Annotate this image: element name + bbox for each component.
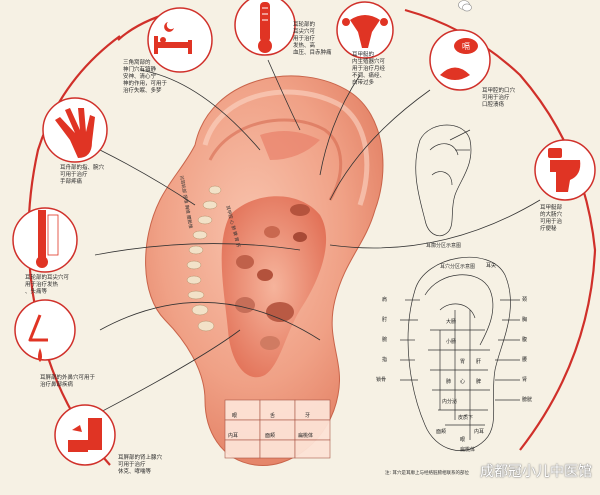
- map-label: 膀胱: [522, 397, 533, 403]
- mouth-icon: 嗝: [440, 38, 478, 80]
- map-label: 腕: [382, 337, 388, 343]
- map-label: 肘: [382, 317, 388, 323]
- caption-nose: 耳屏部的外鼻穴可用于 治疗鼻部疾病: [40, 375, 96, 388]
- caption-sleep: 三角窝部的 神门穴有镇静 安神、清心宁 神的作用，可用于 治疗失眠、多梦: [123, 60, 168, 94]
- uterus-icon: [342, 15, 388, 48]
- caption-thermometer: 耳轮部的耳尖穴可 用于治疗发热 、头痛等: [25, 275, 70, 295]
- ear-partition-chart-large: [400, 256, 520, 451]
- map-label: 肩: [382, 297, 388, 303]
- nose-icon: [28, 314, 48, 362]
- spine-illustration: [186, 185, 222, 332]
- svg-text:嗝: 嗝: [462, 42, 470, 51]
- map-label: 胸: [522, 317, 528, 323]
- lobe-label: 眼: [232, 413, 238, 419]
- map-label: 眼: [460, 437, 466, 443]
- thermometer-2-icon: [36, 210, 59, 268]
- map-label: 耳尖: [486, 263, 497, 269]
- bottom-note: 注: 耳穴是耳廓上与经络脏腑相联系的部位: [385, 471, 469, 476]
- caption-sickness: 耳屏部的肾上腺穴 可用于治疗 休克、哮喘等: [118, 455, 163, 475]
- caption-hand: 耳舟部的指、腕穴 可用于治疗 手部疼痛: [60, 165, 105, 185]
- lobe-grid: [224, 399, 331, 459]
- thermometer-icon: [258, 2, 272, 53]
- lobe-label: 舌: [270, 413, 276, 419]
- bed-moon-icon: [154, 22, 192, 54]
- toilet-icon: [548, 148, 581, 192]
- map-label: 锁骨: [376, 377, 387, 383]
- map-label: 胃: [460, 359, 466, 365]
- wechat-icon: [458, 0, 472, 12]
- map-label: 颈: [522, 297, 528, 303]
- map-label: 面颊: [436, 429, 447, 435]
- map-label: 内分泌: [442, 399, 458, 405]
- map-label: 肾: [522, 377, 528, 383]
- leader-lines: [94, 59, 541, 416]
- map-label: 腹: [522, 337, 528, 343]
- map-label: 肝: [476, 359, 482, 365]
- map-label: 内耳: [474, 429, 485, 435]
- map-label: 皮质下: [458, 415, 474, 421]
- map-label: 大肠: [446, 319, 457, 325]
- map-label: 脾: [476, 379, 482, 385]
- lobe-label: 扁桃体: [298, 433, 314, 439]
- caption-gynecology: 耳甲艇的 内生殖器穴可 用于治疗月经 不调、痛经、 白带过多: [352, 52, 386, 86]
- map-label: 扁桃体: [460, 447, 476, 453]
- lobe-label: 牙: [305, 413, 311, 419]
- map-label: 小肠: [446, 339, 457, 345]
- caption-mouth: 耳甲腔的口穴 可用于治疗 口腔溃疡: [482, 88, 516, 108]
- map-label: 腰: [522, 357, 528, 363]
- boot-icon: [68, 418, 102, 452]
- caption-toilet: 耳甲艇部 的大肠穴 可用于治 疗便秘: [540, 205, 563, 232]
- map-label: 肺: [446, 379, 452, 385]
- watermark: 成都冠小儿中医馆: [480, 464, 592, 480]
- ear-outline-chart-small: [415, 124, 472, 237]
- small-chart-title: 耳廓分区示意图: [426, 243, 462, 249]
- map-label: 心: [460, 379, 466, 385]
- hand-icon: [55, 108, 95, 158]
- map-label: 指: [382, 357, 388, 363]
- lobe-label: 面颊: [265, 433, 276, 439]
- ear-illustration: [145, 75, 384, 467]
- large-chart-title: 耳穴分区示意图: [440, 264, 476, 270]
- lobe-label: 内耳: [228, 433, 239, 439]
- caption-fever: 耳轮部的 耳尖穴可 用于治疗 发热、高 血压、目赤肿痛: [293, 22, 332, 56]
- organ-illustrations: [235, 204, 310, 350]
